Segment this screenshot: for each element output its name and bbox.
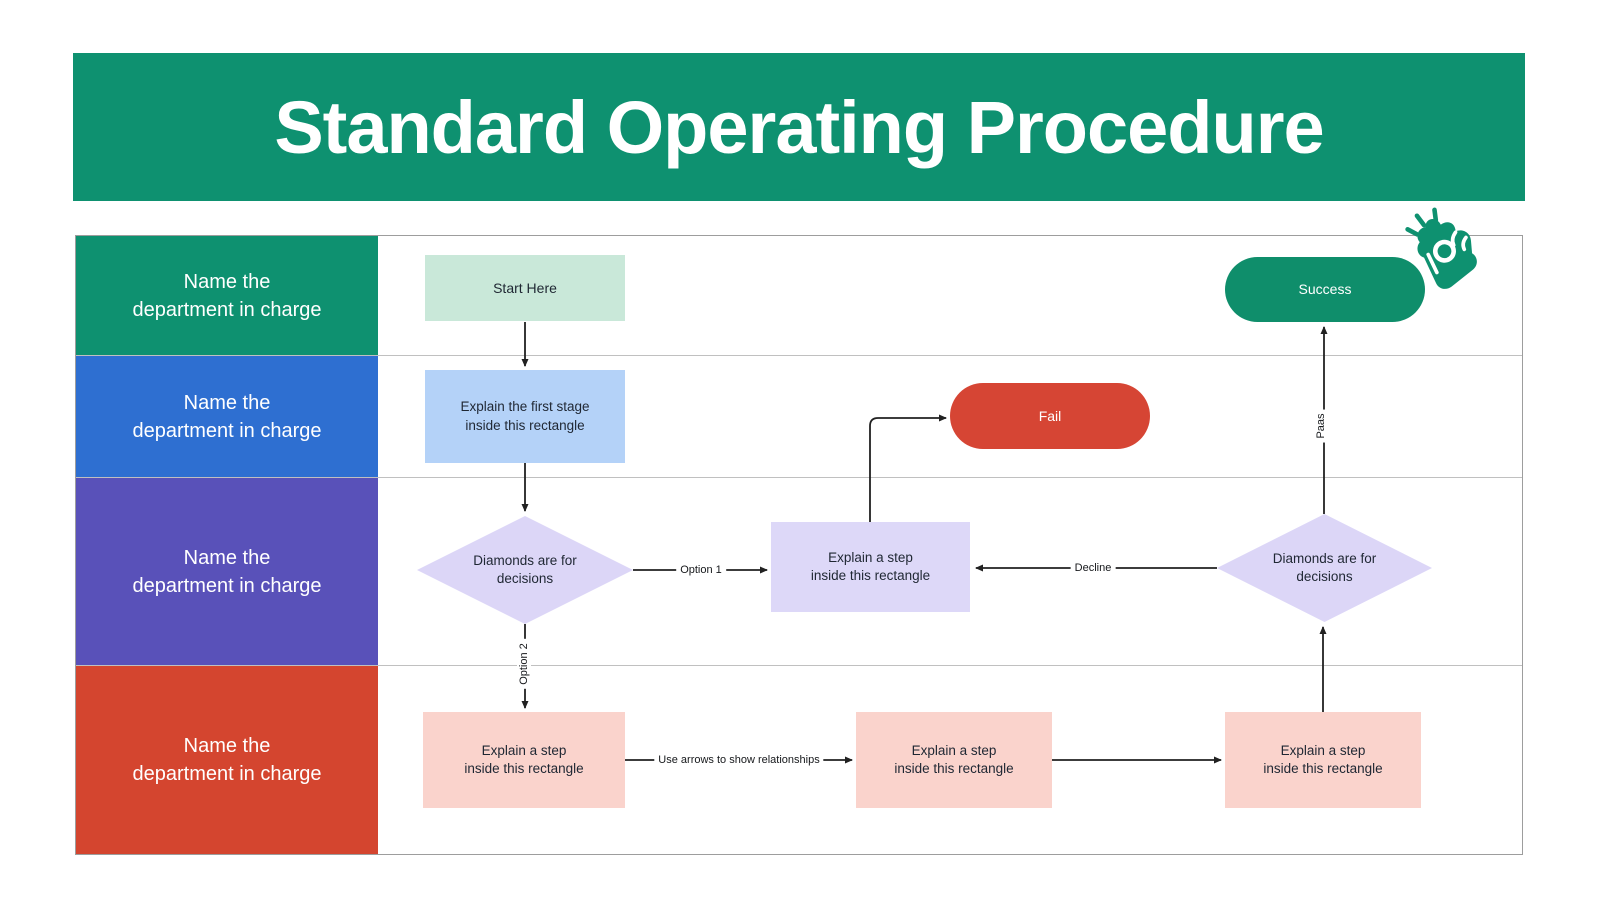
title-banner: Standard Operating Procedure [73, 53, 1525, 201]
edge-label-paas: Paas [1314, 409, 1328, 443]
fail-label: Fail [1038, 407, 1062, 424]
fail-pill[interactable]: Fail [950, 383, 1150, 449]
edge-label-decline: Decline [1070, 561, 1116, 575]
success-label: Success [1298, 281, 1352, 298]
snap-hand-icon [1405, 207, 1477, 289]
edge-label-option1: Option 1 [676, 563, 726, 577]
edge-label-relationships: Use arrows to show relationships [654, 753, 824, 767]
edge-label-option2: Option 2 [517, 639, 531, 689]
start-node[interactable]: Start Here [425, 255, 625, 321]
success-pill[interactable]: Success [1225, 257, 1425, 322]
page-title: Standard Operating Procedure [274, 85, 1324, 169]
start-node-label: Start Here [493, 279, 557, 296]
